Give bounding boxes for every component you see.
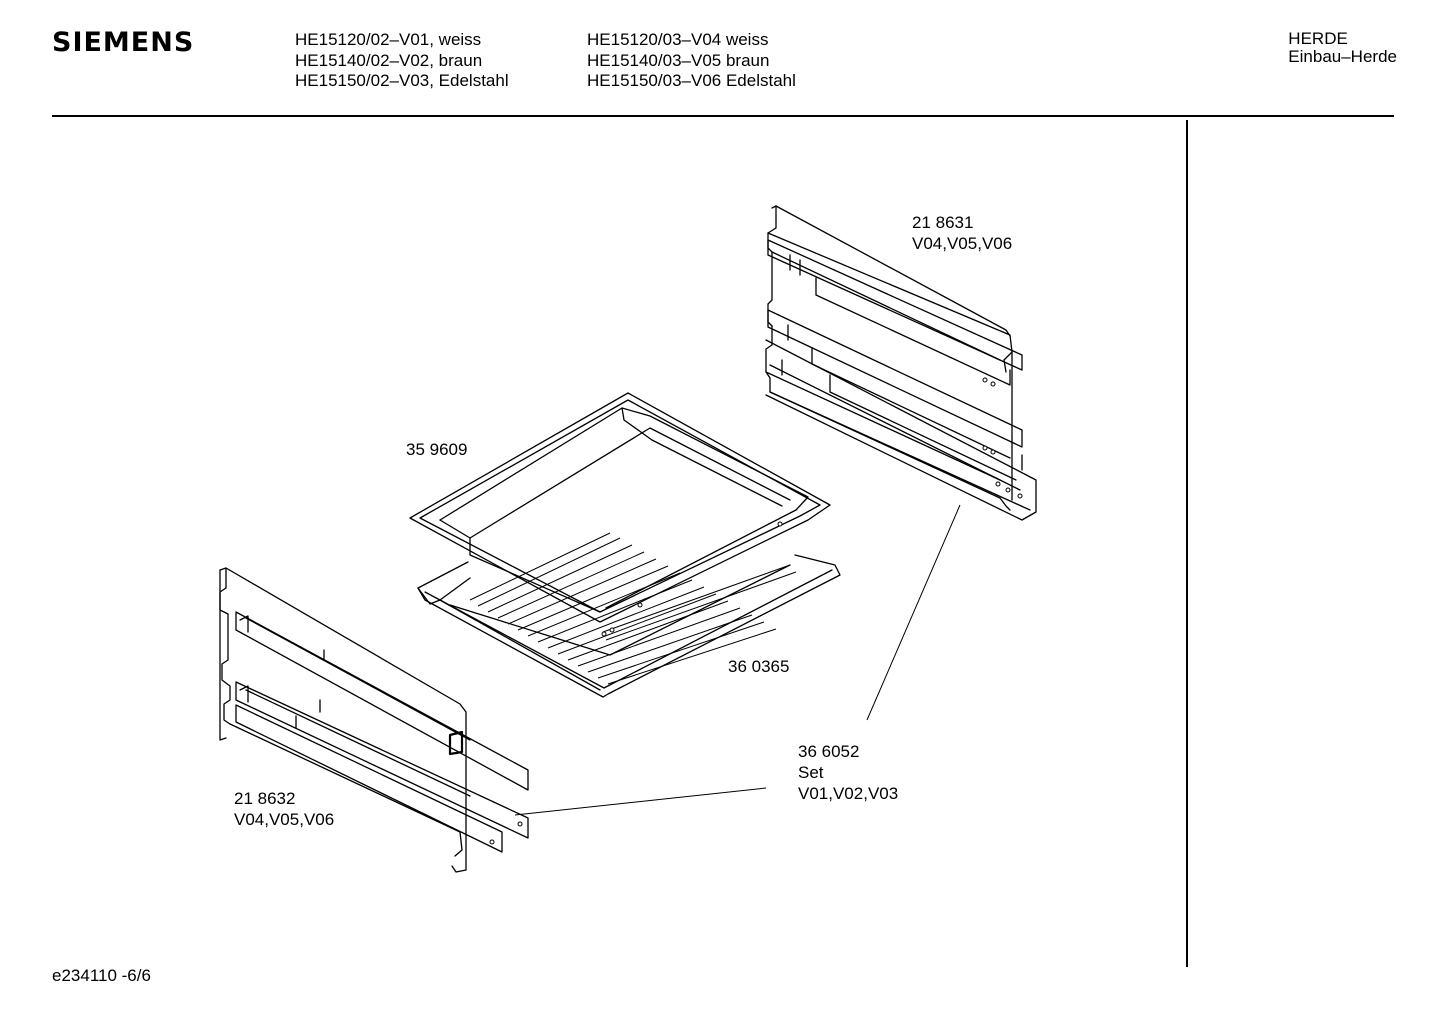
baking-tray [409, 392, 831, 623]
siemens-logo: SIEMENS [52, 27, 195, 58]
header-divider [52, 115, 1394, 117]
part-number: 36 6052 [798, 742, 860, 761]
model-entry: HE15140/03–V05 braun [587, 50, 770, 70]
part-label-tray: 35 9609 [406, 439, 467, 460]
part-label-rail-left: 21 8632 V04,V05,V06 [234, 788, 334, 830]
part-variants: V04,V05,V06 [234, 810, 335, 829]
category-title: HERDE [1288, 29, 1348, 48]
right-side-rail [765, 205, 1037, 521]
part-label-grid: 36 0365 [728, 656, 789, 677]
left-side-rail [219, 567, 529, 873]
model-list-02: HE15120/02–V01, weiss HE15140/02–V02, br… [295, 30, 509, 92]
model-entry: HE15140/02–V02, braun [295, 50, 483, 70]
part-label-rail-right: 21 8631 V04,V05,V06 [912, 212, 1012, 254]
model-entry: HE15150/02–V03, Edelstahl [295, 71, 509, 90]
model-entry: HE15120/02–V01, weiss [295, 30, 482, 49]
model-entry: HE15150/03–V06 Edelstahl [587, 71, 796, 90]
category-subtitle: Einbau–Herde [1288, 47, 1397, 66]
sidebar-divider [1186, 120, 1188, 967]
part-number: 36 0365 [728, 657, 790, 676]
document-id: e234110 -6/6 [52, 966, 151, 985]
oven-grid [417, 532, 841, 698]
leader-line [866, 504, 961, 721]
part-number: 21 8631 [912, 213, 974, 232]
part-label-set: 36 6052 Set V01,V02,V03 [798, 741, 898, 804]
part-variants: V04,V05,V06 [912, 234, 1013, 253]
part-number: 35 9609 [406, 440, 468, 459]
model-entry: HE15120/03–V04 weiss [587, 30, 769, 49]
model-list-03: HE15120/03–V04 weiss HE15140/03–V05 brau… [587, 30, 796, 92]
part-number: 21 8632 [234, 789, 296, 808]
leader-line [514, 787, 767, 816]
part-set-label: Set [798, 763, 824, 782]
part-variants: V01,V02,V03 [798, 784, 899, 803]
category-block: HERDE Einbau–Herde [1288, 30, 1397, 66]
